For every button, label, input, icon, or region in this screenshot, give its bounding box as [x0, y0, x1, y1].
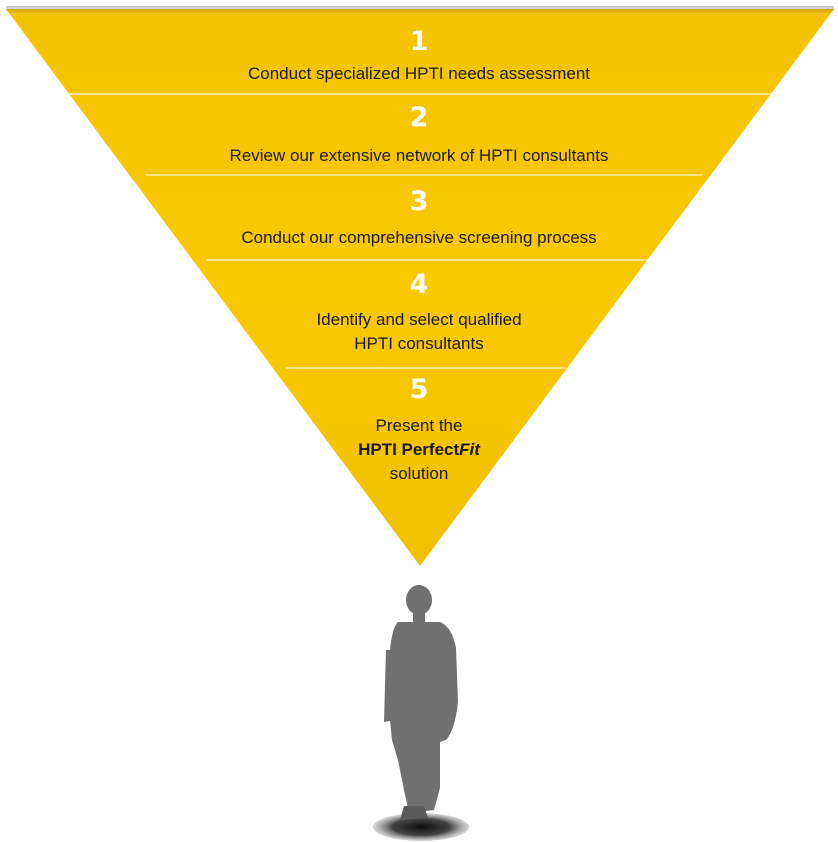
step-3-text: Conduct our comprehensive screening proc…	[241, 228, 597, 247]
step-3-number: 3	[409, 186, 429, 217]
step-5-text-line-1: Present the	[375, 416, 463, 435]
step-5-text-line-3: solution	[389, 464, 449, 483]
step-1-number: 1	[409, 26, 429, 57]
step-5-number: 5	[409, 374, 429, 405]
brand-name: HPTI Perfect	[358, 440, 460, 459]
brand-name-italic: Fit	[459, 440, 480, 459]
funnel-top-shadow	[6, 6, 834, 14]
floor-shadow	[373, 813, 469, 841]
step-4-number: 4	[409, 269, 429, 300]
step-2-text: Review our extensive network of HPTI con…	[229, 146, 609, 165]
step-2-number: 2	[409, 102, 429, 133]
funnel-triangle	[6, 9, 834, 566]
person-silhouette-icon	[384, 585, 458, 820]
step-1-text: Conduct specialized HPTI needs assessmen…	[247, 64, 591, 83]
step-4-text-line-2: HPTI consultants	[354, 334, 484, 353]
step-5-brand-line: HPTI PerfectFit	[0, 440, 838, 460]
step-4-text-line-1: Identify and select qualified	[316, 310, 522, 329]
